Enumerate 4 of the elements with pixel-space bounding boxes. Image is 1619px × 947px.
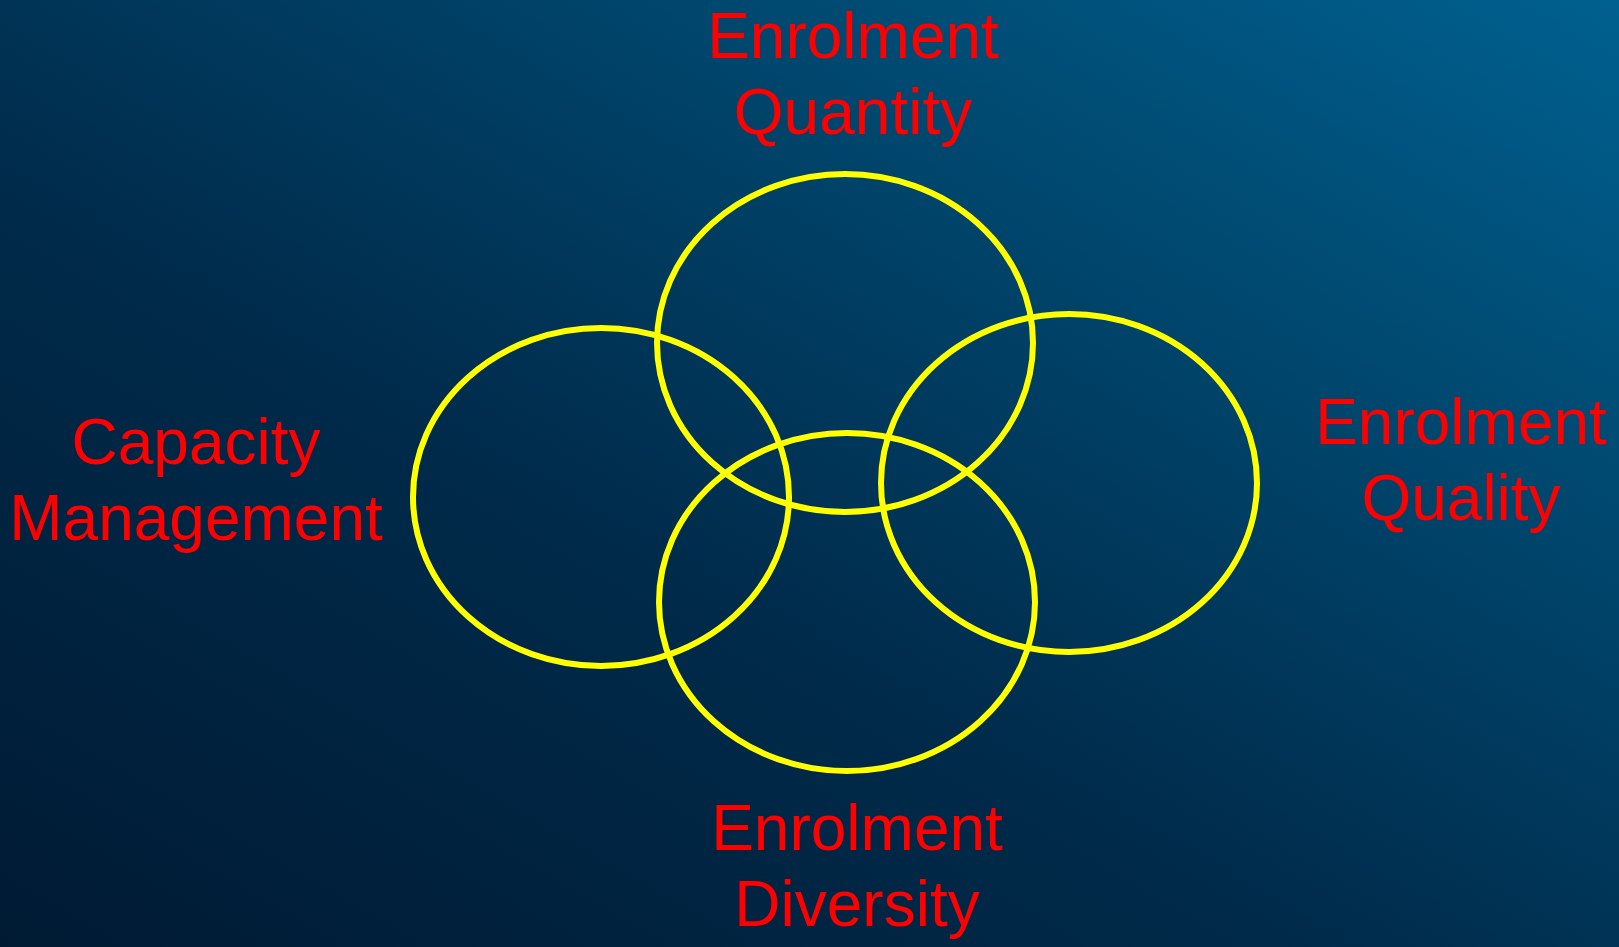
- ellipse-label: Capacity Management: [8, 405, 384, 556]
- ellipse-label: Enrolment Quantity: [706, 0, 1000, 150]
- ellipse-label: Enrolment Diversity: [710, 791, 1004, 942]
- ellipse-label: Enrolment Quality: [1314, 385, 1608, 536]
